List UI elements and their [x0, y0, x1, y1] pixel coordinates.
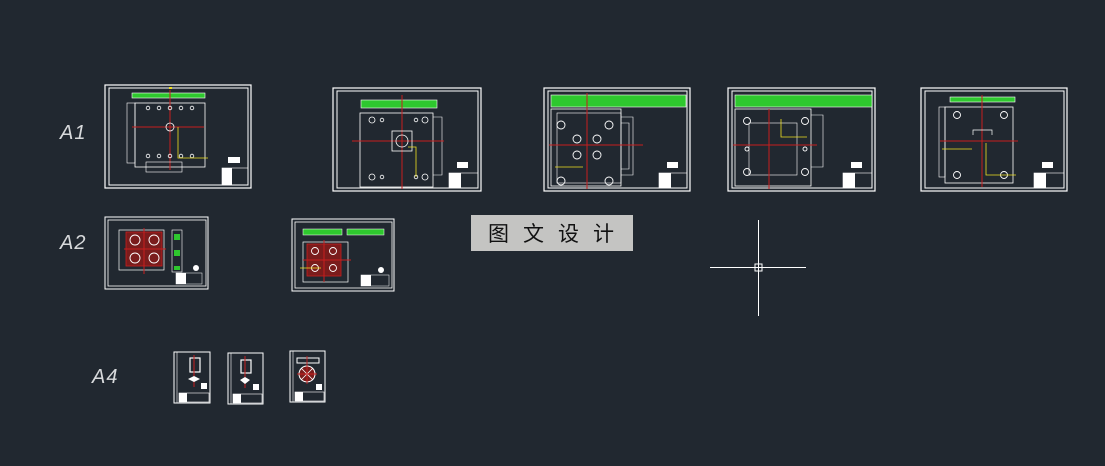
mold-cavity-drawing-icon	[104, 216, 209, 290]
row-label-a4: A4	[92, 366, 119, 388]
part-drawing-icon	[173, 351, 211, 404]
row-label-a1: A1	[60, 122, 87, 144]
drawing-sheet-a1-3[interactable]	[543, 87, 691, 192]
mold-plate-drawing-icon	[104, 84, 252, 189]
drawing-sheet-a1-2[interactable]	[332, 87, 482, 192]
drawing-sheet-a1-4[interactable]	[727, 87, 876, 192]
mold-plate-drawing-icon	[332, 87, 482, 192]
drawing-sheet-a2-1[interactable]	[104, 216, 209, 290]
watermark-text: 图文设计	[488, 222, 628, 246]
drawing-sheet-a4-2[interactable]	[227, 352, 264, 405]
part-drawing-icon	[289, 350, 326, 403]
drawing-sheet-a1-1[interactable]	[104, 84, 252, 189]
mold-assembly-drawing-icon	[543, 87, 691, 192]
drawing-sheet-a2-2[interactable]	[291, 218, 395, 292]
mold-plate-drawing-icon	[920, 87, 1068, 192]
watermark-banner: 图文设计	[471, 215, 633, 251]
drawing-sheet-a1-5[interactable]	[920, 87, 1068, 192]
mold-cavity-drawing-icon	[291, 218, 395, 292]
crosshair-cursor-icon	[710, 220, 806, 316]
mold-assembly-drawing-icon	[727, 87, 876, 192]
drawing-sheet-a4-1[interactable]	[173, 351, 211, 404]
drawing-sheet-a4-3[interactable]	[289, 350, 326, 403]
part-drawing-icon	[227, 352, 264, 405]
row-label-a2: A2	[60, 232, 87, 254]
